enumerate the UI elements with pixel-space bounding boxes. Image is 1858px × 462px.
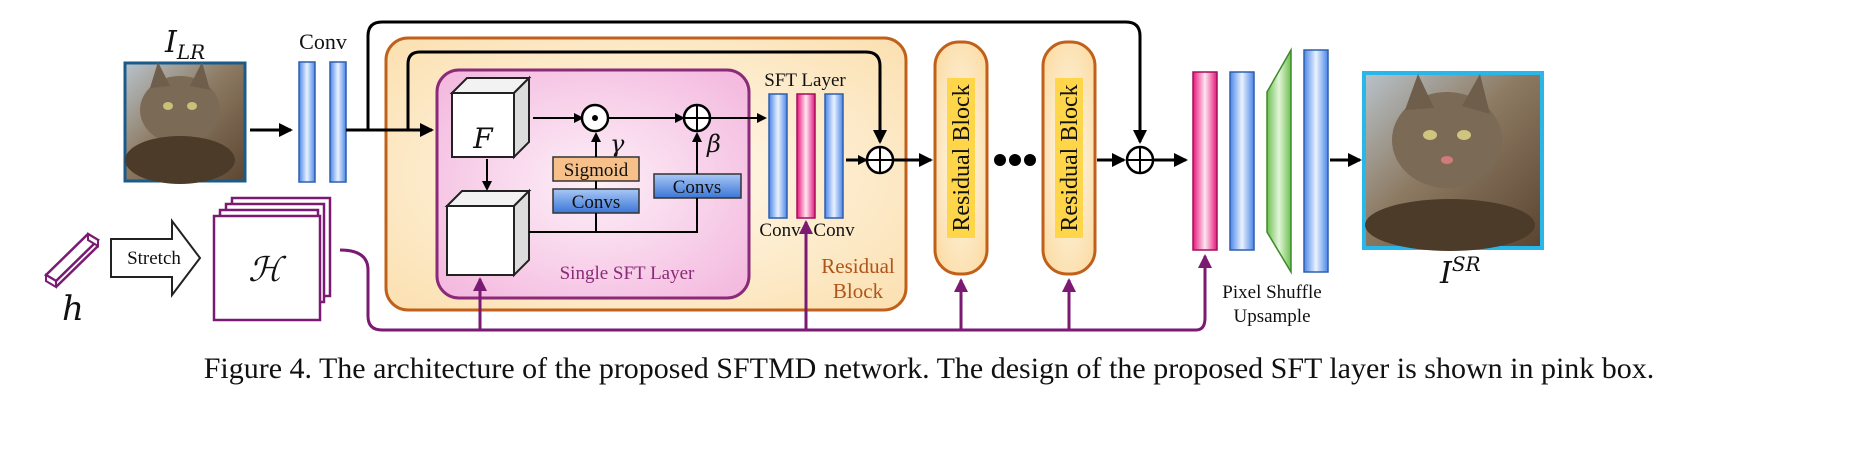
residual-block-2: Residual Block [1041, 40, 1097, 276]
h-map-label: ℋ [248, 250, 287, 290]
residual-block-caption-1: Residual [821, 254, 895, 278]
sft-pink-bar [796, 93, 816, 219]
condition-line [339, 248, 1212, 332]
upsample-label: Upsample [1233, 306, 1310, 327]
convs-box-left [552, 188, 640, 214]
single-sft-layer-label: Single SFT Layer [560, 263, 695, 284]
gamma-label: γ [610, 130, 625, 158]
convs-box-right [653, 173, 742, 199]
stretch-arrow [110, 218, 202, 298]
stacked-degradation-maps [212, 196, 332, 322]
conv-top-label: Conv [299, 29, 347, 54]
lr-image-label: ILR [164, 25, 205, 64]
feature-cube-f [449, 75, 532, 160]
sft-conv-label-left: Conv [759, 220, 801, 241]
residual-block-1: Residual Block [933, 40, 989, 276]
conv-bar-1 [298, 61, 316, 183]
residual-skip-connection [406, 50, 887, 144]
sft-conv-label-right: Conv [813, 220, 855, 241]
sft-conv-bar-left [768, 93, 788, 219]
pixel-shuffle-trapezoid [1266, 47, 1292, 275]
pixel-shuffle-label: Pixel Shuffle [1222, 282, 1321, 303]
feature-f-label: F [472, 122, 494, 155]
final-sft-pink-bar [1192, 71, 1218, 251]
residual-block-caption-2: Block [833, 279, 884, 303]
sr-image [1362, 71, 1544, 251]
sr-image-label: ISR [1439, 252, 1481, 291]
h-vector-label: h [62, 289, 84, 329]
condition-cube [444, 188, 532, 278]
condition-to-convs-lines [529, 198, 698, 233]
convs-right-label: Convs [673, 177, 722, 198]
global-skip-connection [352, 20, 1147, 144]
residual-block-1-label: Residual Block [949, 84, 975, 231]
sigmoid-label: Sigmoid [564, 160, 629, 181]
ellipsis-dots [994, 154, 1036, 166]
beta-label: β [706, 130, 721, 158]
lr-image [123, 61, 247, 184]
sft-conv-bar-right [824, 93, 844, 219]
final-conv-bar [1229, 71, 1255, 251]
convs-left-label: Convs [572, 192, 621, 213]
residual-block-2-label: Residual Block [1057, 84, 1083, 231]
sft-layer-label: SFT Layer [764, 70, 846, 91]
multiply-dot [592, 115, 598, 121]
upsample-conv-bar [1303, 49, 1329, 273]
stretch-label: Stretch [127, 248, 181, 269]
figure-caption: Figure 4. The architecture of the propos… [204, 352, 1655, 385]
h-vector-prism [43, 232, 101, 289]
conv-bar-2 [329, 61, 347, 183]
